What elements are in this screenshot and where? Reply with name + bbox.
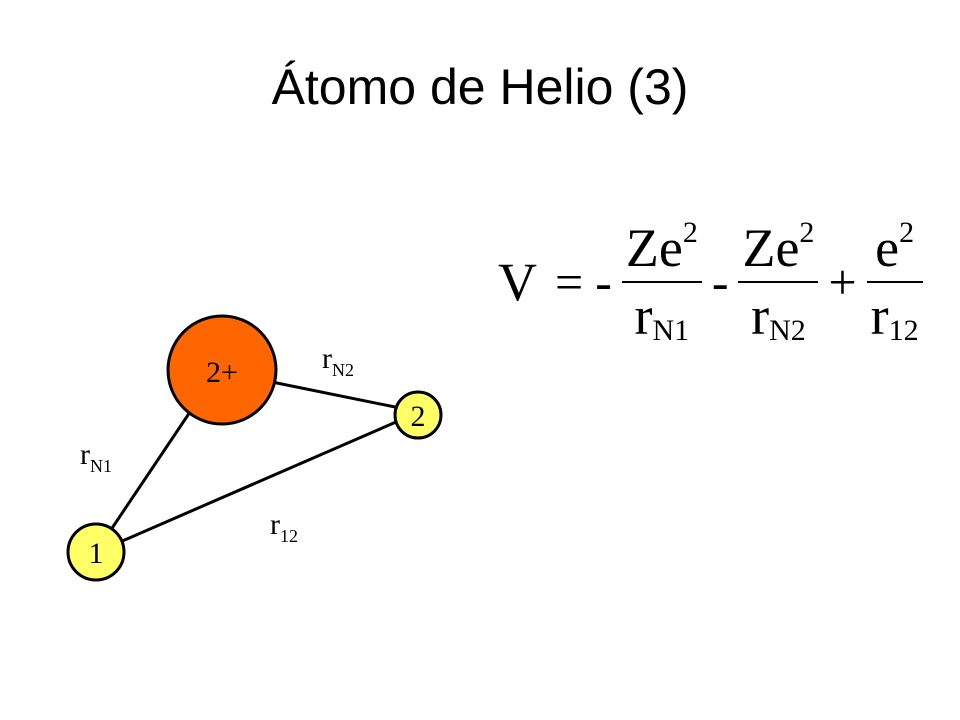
term-3-fraction-bar [866,281,923,283]
bond-line-12 [119,420,397,544]
electron-2-circle [393,390,443,440]
nucleus-circle [166,314,278,426]
term-2-sign: - [711,254,729,310]
electron-1-circle [66,522,126,582]
formula-equals: = [555,254,584,310]
term-2-fraction: Ze2 rN2 [738,216,819,347]
term-1-sign: - [595,254,612,310]
term-3-denominator: r12 [870,286,919,347]
formula-lhs: V [498,252,537,312]
term-3-numerator: e2 [875,216,915,278]
potential-energy-formula: V = - Ze2 rN1 - Ze2 rN2 + e2 r12 [498,212,927,352]
label-r-12: r12 [270,508,298,546]
term-1-fraction-bar [621,281,702,283]
label-r-n1: rN1 [80,438,112,476]
electron-1-label: 1 [89,537,104,570]
term-1-denominator: rN1 [634,286,690,347]
bond-line-n2 [271,380,401,410]
slide-title: Átomo de Helio (3) [271,59,689,115]
electron-2-label: 2 [411,400,426,433]
term-2-denominator: rN2 [751,286,806,347]
term-1-fraction: Ze2 rN1 [621,216,702,347]
term-1-numerator: Ze2 [625,216,698,278]
term-3-sign: + [828,254,857,310]
term-3-fraction: e2 r12 [866,216,923,347]
term-2-numerator: Ze2 [742,216,815,278]
term-2-fraction-bar [738,281,819,283]
label-r-n2: rN2 [322,342,354,380]
nucleus-label: 2+ [206,356,238,389]
